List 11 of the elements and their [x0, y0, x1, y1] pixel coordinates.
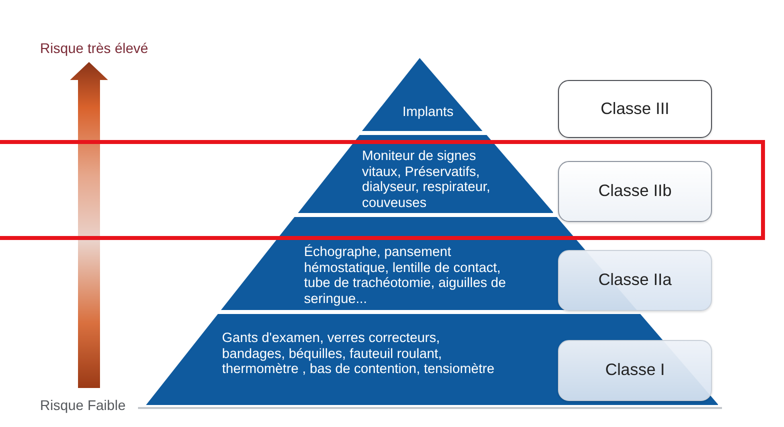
tier-text: Implants	[402, 104, 454, 120]
tier-text: Moniteur de signes vitaux, Préservatifs, dialyseur, respirateur, couveuses	[362, 148, 492, 210]
scale-label: Risque Faible	[40, 397, 126, 413]
tier-text: Gants d'examen, verres correcteurs, bandages, béquilles, fauteuil roulant, thermomètre , bas de contention, tensiomètre	[222, 330, 496, 376]
pyramid-tier	[298, 135, 554, 213]
class-card: Classe IIb	[558, 161, 712, 222]
pyramid-tier	[362, 58, 483, 131]
class-card: Classe IIa	[558, 250, 712, 311]
tier-text: Échographe, pansement hémostatique, lentille de contact, tube de trachéotomie, aiguilles de seringue...	[304, 244, 507, 306]
class-card: Classe III	[558, 80, 712, 138]
scale-label: Risque très élevé	[40, 40, 148, 56]
